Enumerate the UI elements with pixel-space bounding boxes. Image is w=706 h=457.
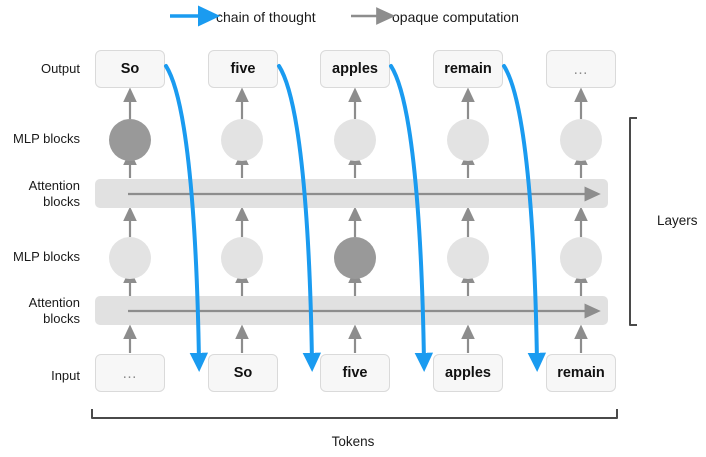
mlp-block-upper[interactable] — [447, 119, 489, 161]
input-token-box[interactable]: five — [320, 354, 390, 392]
row-label-mlp-lower: MLP blocks — [13, 249, 80, 264]
row-label-output: Output — [40, 61, 80, 76]
output-token-box[interactable]: remain — [433, 50, 503, 88]
mlp-block-upper[interactable] — [221, 119, 263, 161]
mlp-block-lower[interactable] — [109, 237, 151, 279]
mlp-block-upper[interactable] — [560, 119, 602, 161]
mlp-block-lower[interactable] — [334, 237, 376, 279]
row-label-attention-upper: Attention blocks — [28, 178, 80, 209]
output-token-box[interactable]: five — [208, 50, 278, 88]
mlp-block-upper[interactable] — [334, 119, 376, 161]
input-token-box[interactable]: remain — [546, 354, 616, 392]
attention-block-lower[interactable] — [95, 296, 608, 325]
output-token-box[interactable]: … — [546, 50, 616, 88]
vertical-flow-arrows — [123, 87, 588, 353]
output-token-box[interactable]: apples — [320, 50, 390, 88]
row-label-mlp-upper: MLP blocks — [13, 131, 80, 146]
row-label-attention-lower: Attention blocks — [28, 295, 80, 326]
mlp-block-lower[interactable] — [221, 237, 263, 279]
mlp-block-lower[interactable] — [560, 237, 602, 279]
input-token-box[interactable]: … — [95, 354, 165, 392]
input-token-box[interactable]: apples — [433, 354, 503, 392]
legend-label-chain-of-thought: chain of thought — [216, 9, 316, 25]
tokens-label: Tokens — [331, 434, 375, 449]
layers-label: Layers — [657, 213, 698, 228]
mlp-block-upper[interactable] — [109, 119, 151, 161]
legend-label-opaque-computation: opaque computation — [392, 9, 519, 25]
mlp-block-lower[interactable] — [447, 237, 489, 279]
attention-block-upper[interactable] — [95, 179, 608, 208]
row-label-input: Input — [51, 368, 80, 383]
input-token-box[interactable]: So — [208, 354, 278, 392]
output-token-box[interactable]: So — [95, 50, 165, 88]
